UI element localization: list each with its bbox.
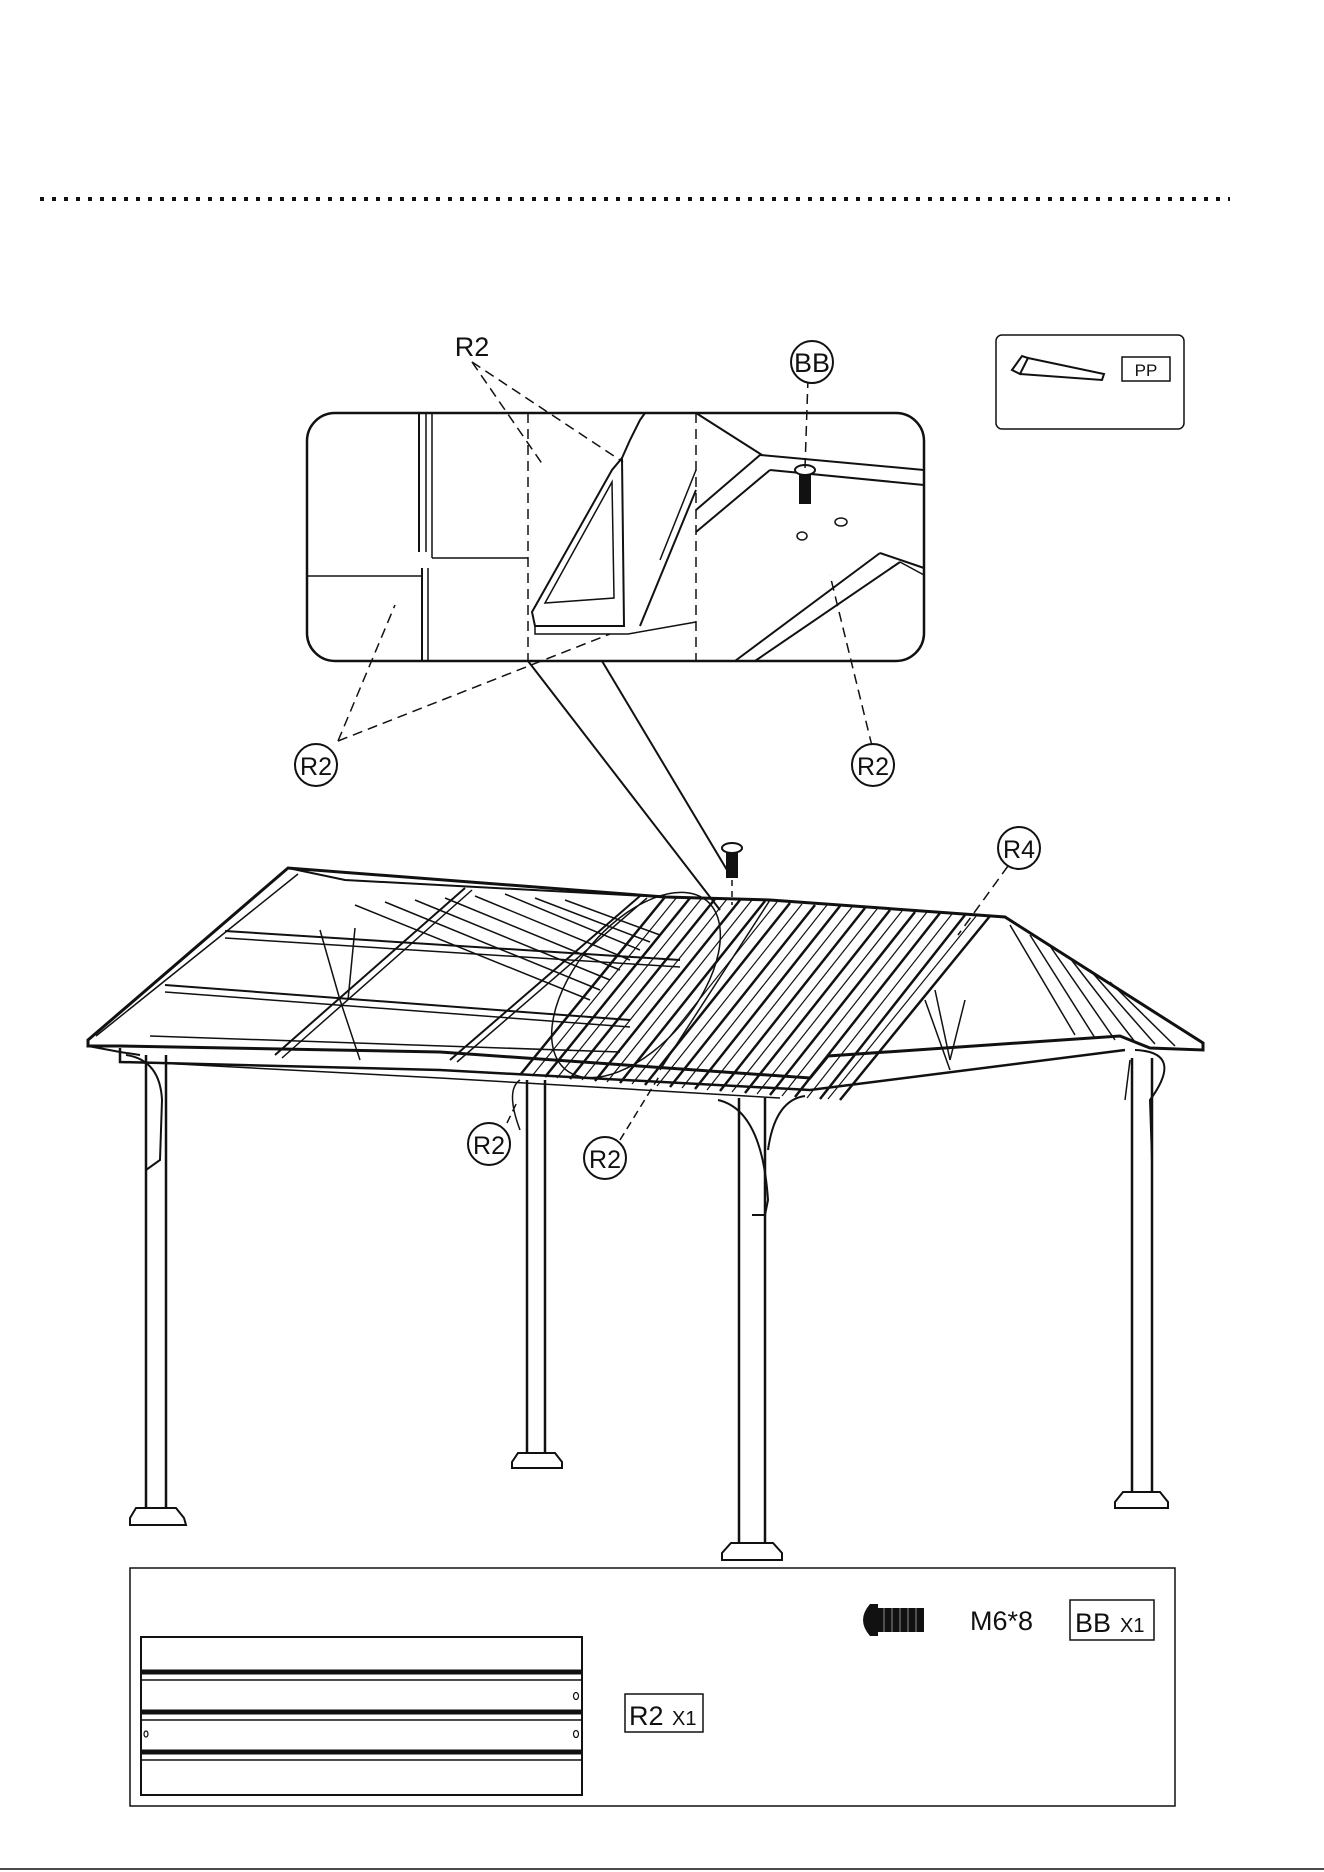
panel-code: R2 [629, 1701, 664, 1731]
callout-bottom-r2-b-label: R2 [589, 1146, 621, 1174]
bolt-code: BB [1075, 1608, 1111, 1638]
callout-r4: R4 [958, 827, 1040, 935]
callout-bottom-r2-a-label: R2 [473, 1132, 505, 1160]
tool-label: PP [1135, 361, 1158, 380]
roof-bolt-icon [722, 843, 742, 905]
callout-zoom-right-r2: R2 [852, 744, 894, 786]
zoom-bolt-icon [795, 465, 815, 504]
bolt-icon [863, 1604, 924, 1636]
callout-zoom-right-r2-label: R2 [857, 753, 889, 781]
panel-qty: X1 [672, 1708, 696, 1730]
callout-bb-label: BB [794, 348, 830, 378]
callout-zoom-left-r2: R2 [295, 744, 337, 786]
parts-box: M6*8 BB X1 R2 X1 [130, 1568, 1175, 1806]
bolt-qty: X1 [1120, 1615, 1144, 1637]
callout-r4-label: R4 [1003, 836, 1035, 864]
tool-box: PP [996, 335, 1184, 429]
bolt-spec: M6*8 [970, 1606, 1033, 1636]
callout-top-r2: R2 [455, 332, 490, 362]
callout-bottom-r2-a: R2 [468, 1100, 518, 1165]
gazebo-illustration [88, 862, 1203, 1560]
callout-zoom-left-r2-label: R2 [300, 753, 332, 781]
zoom-detail-panel [307, 413, 924, 661]
callout-bb: BB [791, 341, 833, 383]
